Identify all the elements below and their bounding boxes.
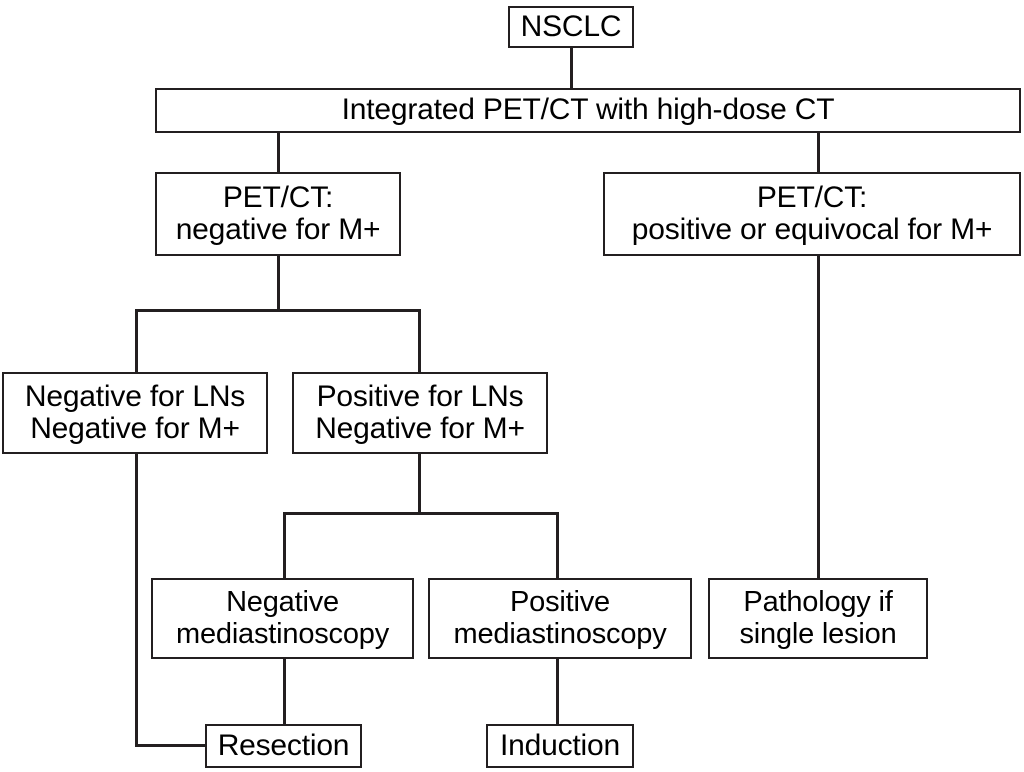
edge-split-drop-positive-mediastinoscopy — [556, 512, 559, 579]
node-pathology-single-lesion[interactable]: Pathology if single lesion — [708, 578, 928, 659]
node-negative-lns-label: Negative for LNs Negative for M+ — [24, 379, 246, 445]
edge-petct-negative-stem — [277, 256, 280, 311]
node-positive-mediastinoscopy[interactable]: Positive mediastinoscopy — [428, 578, 692, 659]
node-resection[interactable]: Resection — [205, 724, 362, 768]
edge-mediastinoscopy-split-bar — [283, 512, 558, 515]
edge-integrated-to-petct-positive — [817, 133, 820, 173]
node-positive-lns[interactable]: Positive for LNs Negative for M+ — [292, 372, 548, 454]
node-negative-mediastinoscopy-label: Negative mediastinoscopy — [176, 586, 389, 650]
node-negative-mediastinoscopy[interactable]: Negative mediastinoscopy — [151, 578, 414, 659]
edge-positive-lns-stem — [418, 454, 421, 514]
node-petct-negative[interactable]: PET/CT: negative for M+ — [155, 172, 401, 256]
node-induction-label: Induction — [500, 728, 620, 762]
node-negative-lns[interactable]: Negative for LNs Negative for M+ — [2, 372, 268, 454]
edge-negative-mediastinoscopy-to-resection — [283, 659, 286, 725]
edge-positive-mediastinoscopy-to-induction — [556, 659, 559, 725]
node-nsclc-label: NSCLC — [520, 9, 622, 43]
node-petct-negative-label: PET/CT: negative for M+ — [175, 180, 381, 246]
edge-nsclc-to-integrated — [570, 48, 573, 90]
edge-integrated-to-petct-negative — [277, 133, 280, 173]
edge-negative-lns-rail — [135, 454, 138, 746]
node-integrated-petct-label: Integrated PET/CT with high-dose CT — [341, 93, 835, 127]
node-positive-lns-label: Positive for LNs Negative for M+ — [315, 379, 525, 445]
node-petct-positive-label: PET/CT: positive or equivocal for M+ — [631, 180, 993, 246]
node-integrated-petct[interactable]: Integrated PET/CT with high-dose CT — [155, 88, 1021, 133]
node-positive-mediastinoscopy-label: Positive mediastinoscopy — [453, 586, 667, 650]
node-petct-positive[interactable]: PET/CT: positive or equivocal for M+ — [603, 172, 1021, 256]
edge-lns-split-bar — [135, 309, 421, 312]
edge-split-left-drop-negative-lns — [135, 309, 138, 373]
edge-negative-lns-to-resection — [135, 744, 207, 747]
node-resection-label: Resection — [217, 728, 350, 762]
edge-split-right-drop-positive-lns — [418, 309, 421, 373]
node-induction[interactable]: Induction — [486, 724, 634, 768]
node-nsclc[interactable]: NSCLC — [508, 6, 634, 48]
edge-petct-positive-to-pathology — [817, 256, 820, 579]
edge-split-drop-negative-mediastinoscopy — [283, 512, 286, 579]
node-pathology-single-lesion-label: Pathology if single lesion — [739, 586, 897, 650]
